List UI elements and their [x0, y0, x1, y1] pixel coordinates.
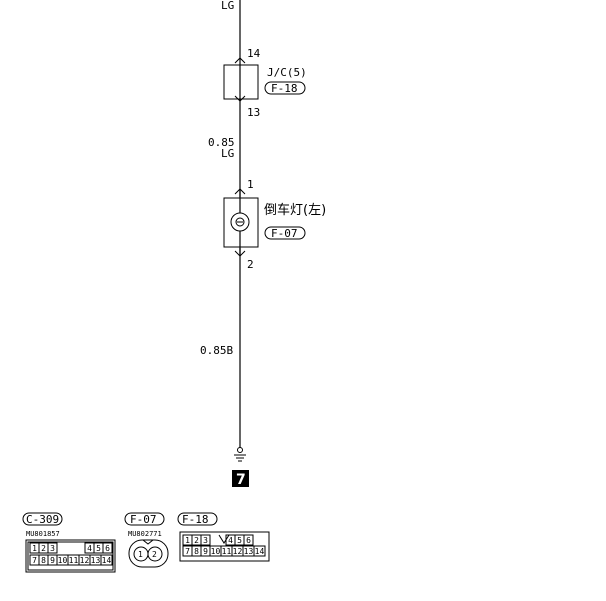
connector-c309-pin-6: 6 — [105, 544, 110, 553]
junction-pin-bottom: 13 — [247, 106, 260, 119]
connector-c309-pin-14-cell — [100, 554, 113, 566]
connector-f18-key-icon — [218, 534, 230, 544]
connector-c309-pin-7: 7 — [32, 556, 37, 565]
junction-connector-ref-frame — [264, 81, 306, 95]
connector-f18-pin-14-cell — [253, 545, 266, 557]
connector-f07-pin-2-frame — [147, 546, 163, 562]
junction-bottom-arrow-icon — [234, 95, 246, 102]
connector-c309-pin-1: 1 — [32, 544, 37, 553]
connector-f18-pin-9: 9 — [203, 547, 208, 556]
lamp-connector-ref: F-07 — [271, 227, 298, 240]
lamp-pin-top: 1 — [247, 178, 254, 191]
connector-c309-pin-4: 4 — [87, 544, 92, 553]
connector-f18-pin-11: 11 — [222, 547, 232, 556]
connector-c309-pin-5: 5 — [96, 544, 101, 553]
connector-c309-ref-frame — [22, 512, 63, 526]
ground-number: 7 — [236, 472, 246, 488]
connector-c309-pin-11: 11 — [69, 556, 79, 565]
connector-f18-pin-6-cell — [243, 534, 254, 546]
connector-f07-part-no: MU802771 — [128, 530, 162, 538]
wire-bottom-spec: 0.85B — [200, 344, 233, 357]
connector-f18-ref: F-18 — [182, 513, 209, 526]
connector-f07: F-07 MU802771 1 2 — [124, 512, 169, 568]
connector-f18-pin-14: 14 — [255, 547, 265, 556]
connector-f18-ref-frame — [177, 512, 218, 526]
connector-c309-pin-8: 8 — [41, 556, 46, 565]
connector-f18-pin-13: 13 — [244, 547, 254, 556]
lamp-filament-icon — [235, 217, 245, 227]
connector-f18-pin-3: 3 — [203, 536, 208, 545]
connector-c309-pin-14: 14 — [102, 556, 112, 565]
junction-label: J/C(5) — [267, 66, 307, 79]
connector-f18-pin-10: 10 — [211, 547, 221, 556]
connector-c309-pin-2: 2 — [41, 544, 46, 553]
connector-f18-pin-8: 8 — [194, 547, 199, 556]
connector-c309-pin-3-cell — [47, 542, 58, 554]
connector-f18-pin-7: 7 — [185, 547, 190, 556]
connector-f18-body — [179, 531, 270, 562]
connector-c309-body — [25, 539, 116, 573]
wire-mid-color-label: LG — [221, 147, 234, 160]
connector-c309-pin-10: 10 — [58, 556, 68, 565]
connector-f18-pin-1: 1 — [185, 536, 190, 545]
connector-f07-ref-frame — [124, 512, 165, 526]
connector-f07-ref: F-07 — [130, 513, 157, 526]
connector-c309-pin-13: 13 — [91, 556, 101, 565]
lamp-bottom-arrow-icon — [234, 250, 246, 257]
connector-c309-pin-6-cell — [102, 542, 113, 554]
wire-top-color-label: LG — [221, 0, 234, 12]
connector-f18-pin-2: 2 — [194, 536, 199, 545]
junction-connector-ref: F-18 — [271, 82, 298, 95]
connector-f18-pin-4: 4 — [228, 536, 233, 545]
ground-terminal-icon — [237, 447, 243, 453]
lamp-connector-ref-frame — [264, 226, 306, 240]
ground-number-badge — [232, 470, 249, 487]
connector-c309-pin-12: 12 — [80, 556, 90, 565]
lamp-pin-bottom: 2 — [247, 258, 254, 271]
connector-f07-key-icon — [142, 539, 154, 545]
connector-f07-pin-1: 1 — [138, 550, 143, 559]
connector-c309-pin-9: 9 — [50, 556, 55, 565]
connector-c309-pin-3: 3 — [50, 544, 55, 553]
connector-f18-pin-12: 12 — [233, 547, 243, 556]
connector-c309-inner — [27, 541, 114, 571]
connector-c309-part-no: MU801857 — [26, 530, 60, 538]
connector-f18-pin-5: 5 — [237, 536, 242, 545]
lamp-label: 倒车灯(左) — [264, 202, 326, 218]
junction-pin-top: 14 — [247, 47, 261, 60]
wire-mid-gauge: 0.85 — [208, 136, 235, 149]
connector-f18-pin-6: 6 — [246, 536, 251, 545]
junction-box — [223, 64, 259, 100]
connector-f18-pin-3-cell — [200, 534, 211, 546]
connector-c309-ref: C-309 — [26, 513, 59, 526]
connector-f07-pin-2: 2 — [152, 550, 157, 559]
